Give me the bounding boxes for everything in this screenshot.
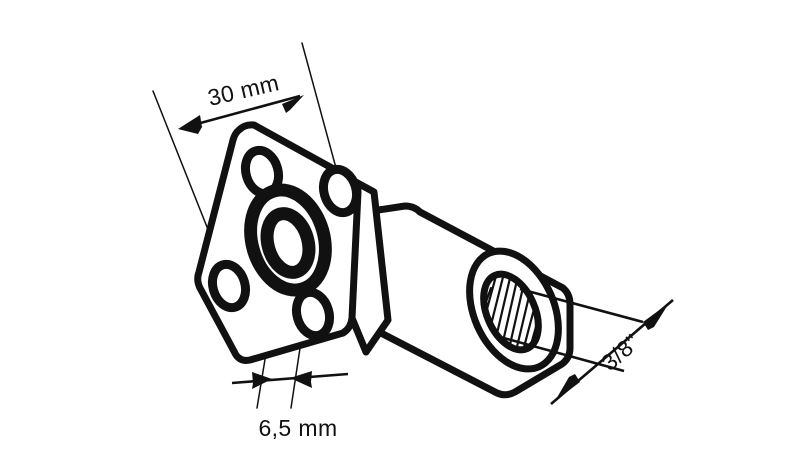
arrowhead-30mm-right: [282, 95, 304, 113]
leader-line-thread-bottom: [499, 335, 625, 373]
dimension-thread-size: 3/8": [499, 287, 674, 405]
arrowhead-65mm-left: [252, 372, 272, 389]
central-boss-group: [244, 183, 332, 297]
dimension-line-30mm: [181, 94, 301, 130]
flange-plate-group: [194, 121, 392, 364]
threaded-bore-group: [476, 270, 545, 354]
arrowhead-30mm-left: [178, 115, 202, 134]
dimension-label-65mm: 6,5 mm: [258, 415, 337, 441]
bolt-hole-top-right: [318, 164, 362, 218]
central-bore-ring: [260, 207, 316, 279]
dimension-line-65mm: [231, 372, 349, 385]
dimension-label-thread-size: 3/8": [596, 329, 645, 376]
arrowhead-65mm-right: [290, 371, 312, 388]
arrowhead-thread-upper: [643, 303, 669, 330]
dimension-65mm: 6,5 mm: [231, 371, 349, 441]
bolt-hole-bottom-left: [207, 259, 251, 313]
leader-line-thread-top: [519, 287, 644, 324]
arrowhead-thread-lower: [555, 374, 580, 401]
boss-highlight-arc: [244, 213, 273, 284]
bolt-holes-group: [207, 145, 362, 341]
